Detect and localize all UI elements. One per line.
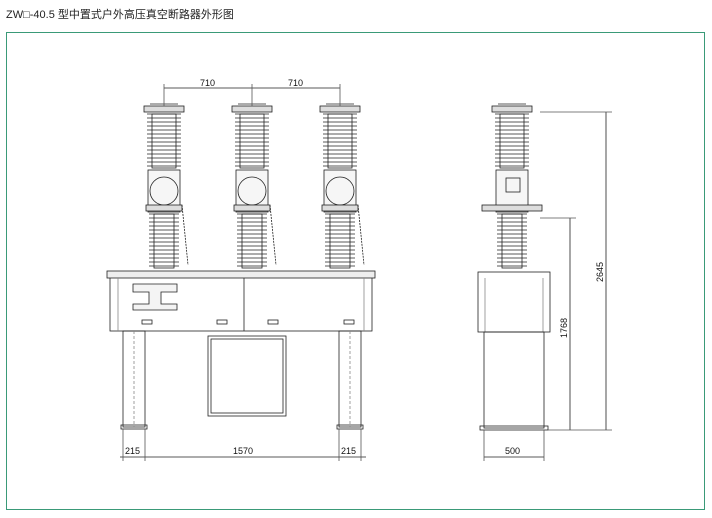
front-cabinet-top-plate	[106, 270, 376, 279]
insulator-core	[499, 113, 525, 169]
front-ibeam-detail	[132, 283, 178, 311]
front-handle-3	[267, 319, 279, 325]
dim-pole-spacing-left: 710	[200, 78, 215, 88]
insulator-core	[151, 113, 177, 169]
pole-2	[231, 103, 277, 269]
front-handle-1	[141, 319, 153, 325]
dim-leg-width-left: 215	[125, 446, 140, 456]
pole-3	[319, 103, 365, 269]
dim-leg-span: 1570	[233, 446, 253, 456]
pole-1	[143, 103, 189, 269]
insulator-core	[239, 113, 265, 169]
dim-cabinet-height: 1768	[559, 318, 569, 338]
side-top-cap	[491, 105, 533, 113]
front-control-box	[207, 335, 287, 417]
insulator-core	[329, 213, 351, 269]
dim-pole-spacing-right: 710	[288, 78, 303, 88]
insulator-core	[327, 113, 353, 169]
insulator-core	[501, 213, 523, 269]
drawing-frame	[6, 32, 705, 510]
dim-base-width: 500	[505, 446, 520, 456]
front-handle-4	[343, 319, 355, 325]
dim-leg-width-right: 215	[341, 446, 356, 456]
insulator-core	[241, 213, 263, 269]
side-view	[477, 103, 612, 461]
side-base	[483, 331, 545, 429]
insulator-core	[153, 213, 175, 269]
dim-overall-height: 2645	[595, 262, 605, 282]
front-handle-2	[216, 319, 228, 325]
drawing-title: ZW□-40.5 型中置式户外高压真空断路器外形图	[6, 9, 234, 21]
front-view	[106, 84, 376, 461]
side-cabinet	[477, 271, 551, 333]
